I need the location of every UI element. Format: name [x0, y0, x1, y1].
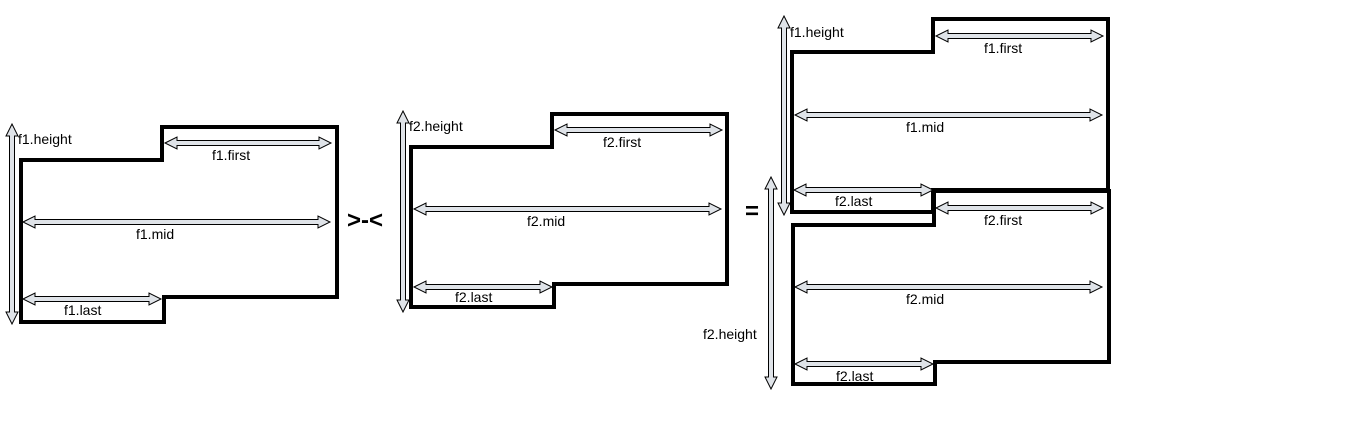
result-bottom-height-label: f2.height: [703, 326, 757, 342]
result-top-mid-label: f1.mid: [906, 119, 944, 135]
result-top-last-label: f2.last: [835, 193, 872, 209]
result-top-first-label: f1.first: [984, 40, 1022, 56]
result-bottom-last-label: f2.last: [836, 368, 873, 384]
result-top-shape: f1.height f1.first f1.mid f2.last: [777, 14, 1110, 217]
left-shape-outline: [19, 125, 339, 324]
middle-height-label: f2.height: [409, 118, 463, 134]
middle-shape: f2.height f2.first f2.mid f2.last: [396, 109, 729, 314]
result-bottom-shape: f2.height f2.first f2.mid f2.last: [703, 175, 1111, 391]
result-bottom-first-label: f2.first: [984, 212, 1022, 228]
middle-first-label: f2.first: [603, 134, 641, 150]
result-top-height-arrow: [777, 14, 791, 217]
result-bottom-first-arrow: [934, 201, 1105, 215]
left-last-label: f1.last: [64, 302, 101, 318]
left-first-label: f1.first: [212, 147, 250, 163]
result-top-first-arrow: [934, 29, 1105, 43]
result-bottom-last-arrow: [793, 357, 935, 371]
result-top-mid-arrow: [793, 108, 1104, 122]
left-shape: f1.height f1.first f1.mid f1.last: [5, 122, 339, 326]
middle-last-label: f2.last: [455, 289, 492, 305]
left-height-label: f1.height: [18, 131, 72, 147]
middle-mid-arrow: [412, 202, 723, 216]
middle-height-arrow: [396, 109, 410, 314]
middle-first-arrow: [553, 123, 724, 137]
result-bottom-mid-label: f2.mid: [906, 291, 944, 307]
left-height-arrow: [5, 122, 19, 326]
left-mid-arrow: [21, 215, 332, 229]
middle-mid-label: f2.mid: [527, 213, 565, 229]
result-bottom-mid-arrow: [793, 280, 1104, 294]
left-first-arrow: [163, 136, 333, 150]
left-mid-label: f1.mid: [136, 226, 174, 242]
equals-operator: =: [745, 198, 759, 225]
middle-last-arrow: [412, 280, 554, 294]
result-top-height-label: f1.height: [790, 24, 844, 40]
result-bottom-outline: [791, 189, 1111, 386]
middle-shape-outline: [409, 112, 729, 309]
left-last-arrow: [21, 292, 163, 306]
combine-operator: >-<: [347, 207, 383, 234]
result-bottom-height-arrow: [764, 175, 778, 391]
